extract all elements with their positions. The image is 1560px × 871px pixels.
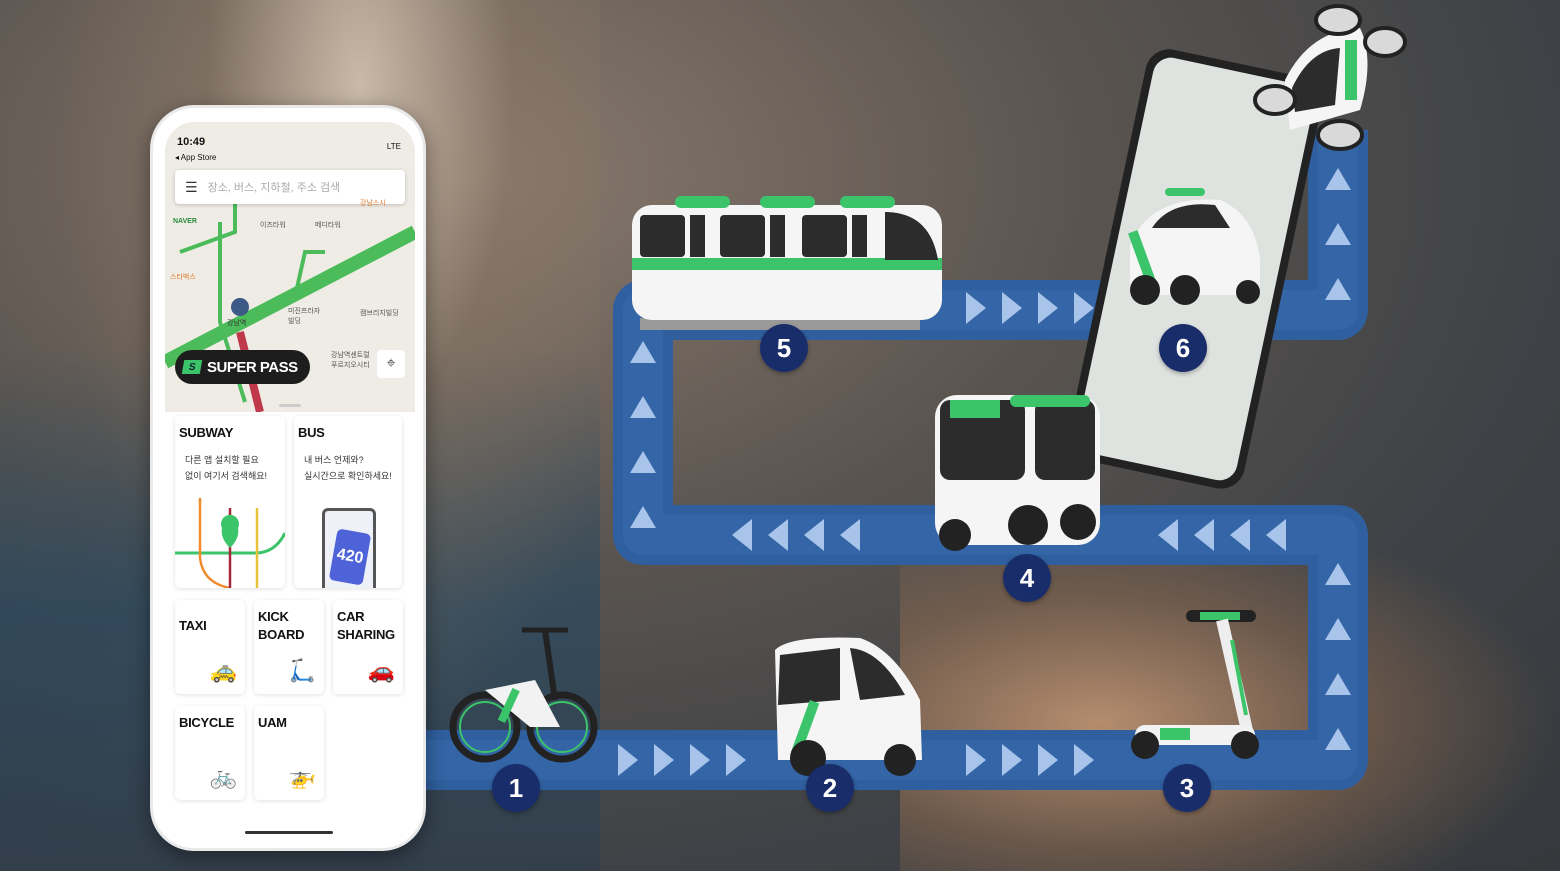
arrow-up [630, 451, 656, 473]
card-title: BUS [298, 425, 325, 440]
step-badge-3: 3 [1163, 764, 1211, 812]
card-title: CAR [337, 609, 365, 624]
arrow-right [966, 292, 986, 324]
taxi-car-illustration [1128, 188, 1260, 305]
arrow-up [1325, 563, 1351, 585]
kickboard-illustration [1131, 610, 1259, 759]
drone-icon: 🚁 [288, 764, 316, 789]
subway-train-illustration [632, 196, 942, 330]
arrow-left [804, 519, 824, 551]
super-pass-logo: S [181, 360, 203, 374]
step-badge-4: 4 [1003, 554, 1051, 602]
map-label: 스타벅스 [170, 274, 196, 281]
card-desc: 내 버스 언제와? [304, 455, 364, 465]
card-title: TAXI [179, 618, 207, 633]
card-title-line2: BOARD [258, 627, 305, 642]
kickboard-icon: 🛴 [288, 658, 316, 683]
arrow-up [630, 396, 656, 418]
hamburger-icon[interactable]: ☰ [185, 178, 198, 195]
arrow-right [1038, 292, 1058, 324]
arrow-right [726, 744, 746, 776]
arrow-up [630, 506, 656, 528]
bicycle-icon: 🚲 [209, 764, 237, 789]
card-title: KICK [258, 609, 289, 624]
car-sharing-van-illustration [775, 637, 922, 776]
card-title: SUBWAY [179, 425, 234, 440]
uam-illustration [1253, 4, 1407, 151]
arrow-up [1325, 168, 1351, 190]
home-indicator[interactable] [245, 831, 333, 834]
arrow-right [1038, 744, 1058, 776]
arrow-right [966, 744, 986, 776]
card-title: BICYCLE [179, 715, 234, 730]
arrow-left [1266, 519, 1286, 551]
map-label: 강남역센트럴 푸르지오시티 [331, 352, 370, 369]
bicycle-illustration [449, 627, 598, 763]
arrow-up [1325, 673, 1351, 695]
arrow-up [1325, 223, 1351, 245]
card-title-line2: SHARING [337, 627, 395, 642]
arrow-right [1074, 292, 1094, 324]
car-icon: 🚗 [367, 658, 395, 683]
super-pass-label: SUPER PASS [207, 358, 298, 376]
card-title: UAM [258, 715, 287, 730]
card-car-sharing[interactable]: CAR SHARING 🚗 [333, 600, 403, 694]
bus-number: 420 [328, 528, 372, 586]
route-arrows [618, 168, 1351, 776]
card-bicycle[interactable]: BICYCLE 🚲 [175, 706, 245, 800]
map-view[interactable]: 10:49 ◂ App Store LTE ☰ 장소, 버스, 지하철, 주소 … [165, 122, 415, 412]
arrow-right [1074, 744, 1094, 776]
step-badge-6: 6 [1159, 324, 1207, 372]
card-desc: 없이 여기서 검색해요! [185, 471, 268, 481]
card-uam[interactable]: UAM 🚁 [254, 706, 324, 800]
map-label: 강남역 [227, 320, 247, 327]
step-badge-1: 1 [492, 764, 540, 812]
bus-illustration [935, 395, 1100, 551]
map-label: NAVER [173, 218, 197, 225]
arrow-up [1325, 728, 1351, 750]
card-desc: 실시간으로 확인하세요! [304, 471, 392, 481]
taxi-icon: 🚕 [209, 658, 237, 683]
status-time: 10:49 [177, 136, 206, 148]
arrow-up [1325, 278, 1351, 300]
search-placeholder: 장소, 버스, 지하철, 주소 검색 [207, 182, 341, 194]
card-taxi[interactable]: TAXI 🚕 [175, 600, 245, 694]
arrow-up [1325, 618, 1351, 640]
arrow-left [840, 519, 860, 551]
phone-mockup: 10:49 ◂ App Store LTE ☰ 장소, 버스, 지하철, 주소 … [150, 105, 426, 851]
current-location-button[interactable]: ⌖ [377, 350, 405, 378]
map-label: 미진프라자 빌딩 [288, 308, 321, 325]
arrow-left [768, 519, 788, 551]
arrow-left [732, 519, 752, 551]
map-label: 강남스시 [360, 200, 386, 207]
card-bus[interactable]: BUS 내 버스 언제와? 실시간으로 확인하세요! 420 [294, 416, 402, 588]
step-badge-2: 2 [806, 764, 854, 812]
card-kickboard[interactable]: KICK BOARD 🛴 [254, 600, 324, 694]
map-label: 이즈타워 [260, 222, 286, 229]
arrow-left [1158, 519, 1178, 551]
arrow-right [1002, 292, 1022, 324]
arrow-right [1002, 744, 1022, 776]
arrow-right [618, 744, 638, 776]
network-status: LTE [386, 142, 401, 151]
back-to-app-store[interactable]: ◂ App Store [175, 153, 217, 162]
map-label: 캠브리지빌딩 [360, 310, 399, 317]
search-input[interactable]: ☰ 장소, 버스, 지하철, 주소 검색 [175, 170, 405, 204]
step-badge-5: 5 [760, 324, 808, 372]
subway-map-icon [175, 498, 285, 588]
crosshair-icon: ⌖ [386, 355, 396, 372]
arrow-right [654, 744, 674, 776]
arrow-left [1230, 519, 1250, 551]
arrow-right [690, 744, 710, 776]
card-desc: 다른 앱 설치할 필요 [185, 455, 259, 465]
arrow-left [1194, 519, 1214, 551]
map-label: 메디타워 [315, 222, 341, 229]
super-pass-button[interactable]: S SUPER PASS [175, 350, 310, 384]
arrow-up [630, 341, 656, 363]
sheet-handle[interactable] [279, 404, 301, 407]
bus-phone-icon: 420 [322, 508, 376, 588]
